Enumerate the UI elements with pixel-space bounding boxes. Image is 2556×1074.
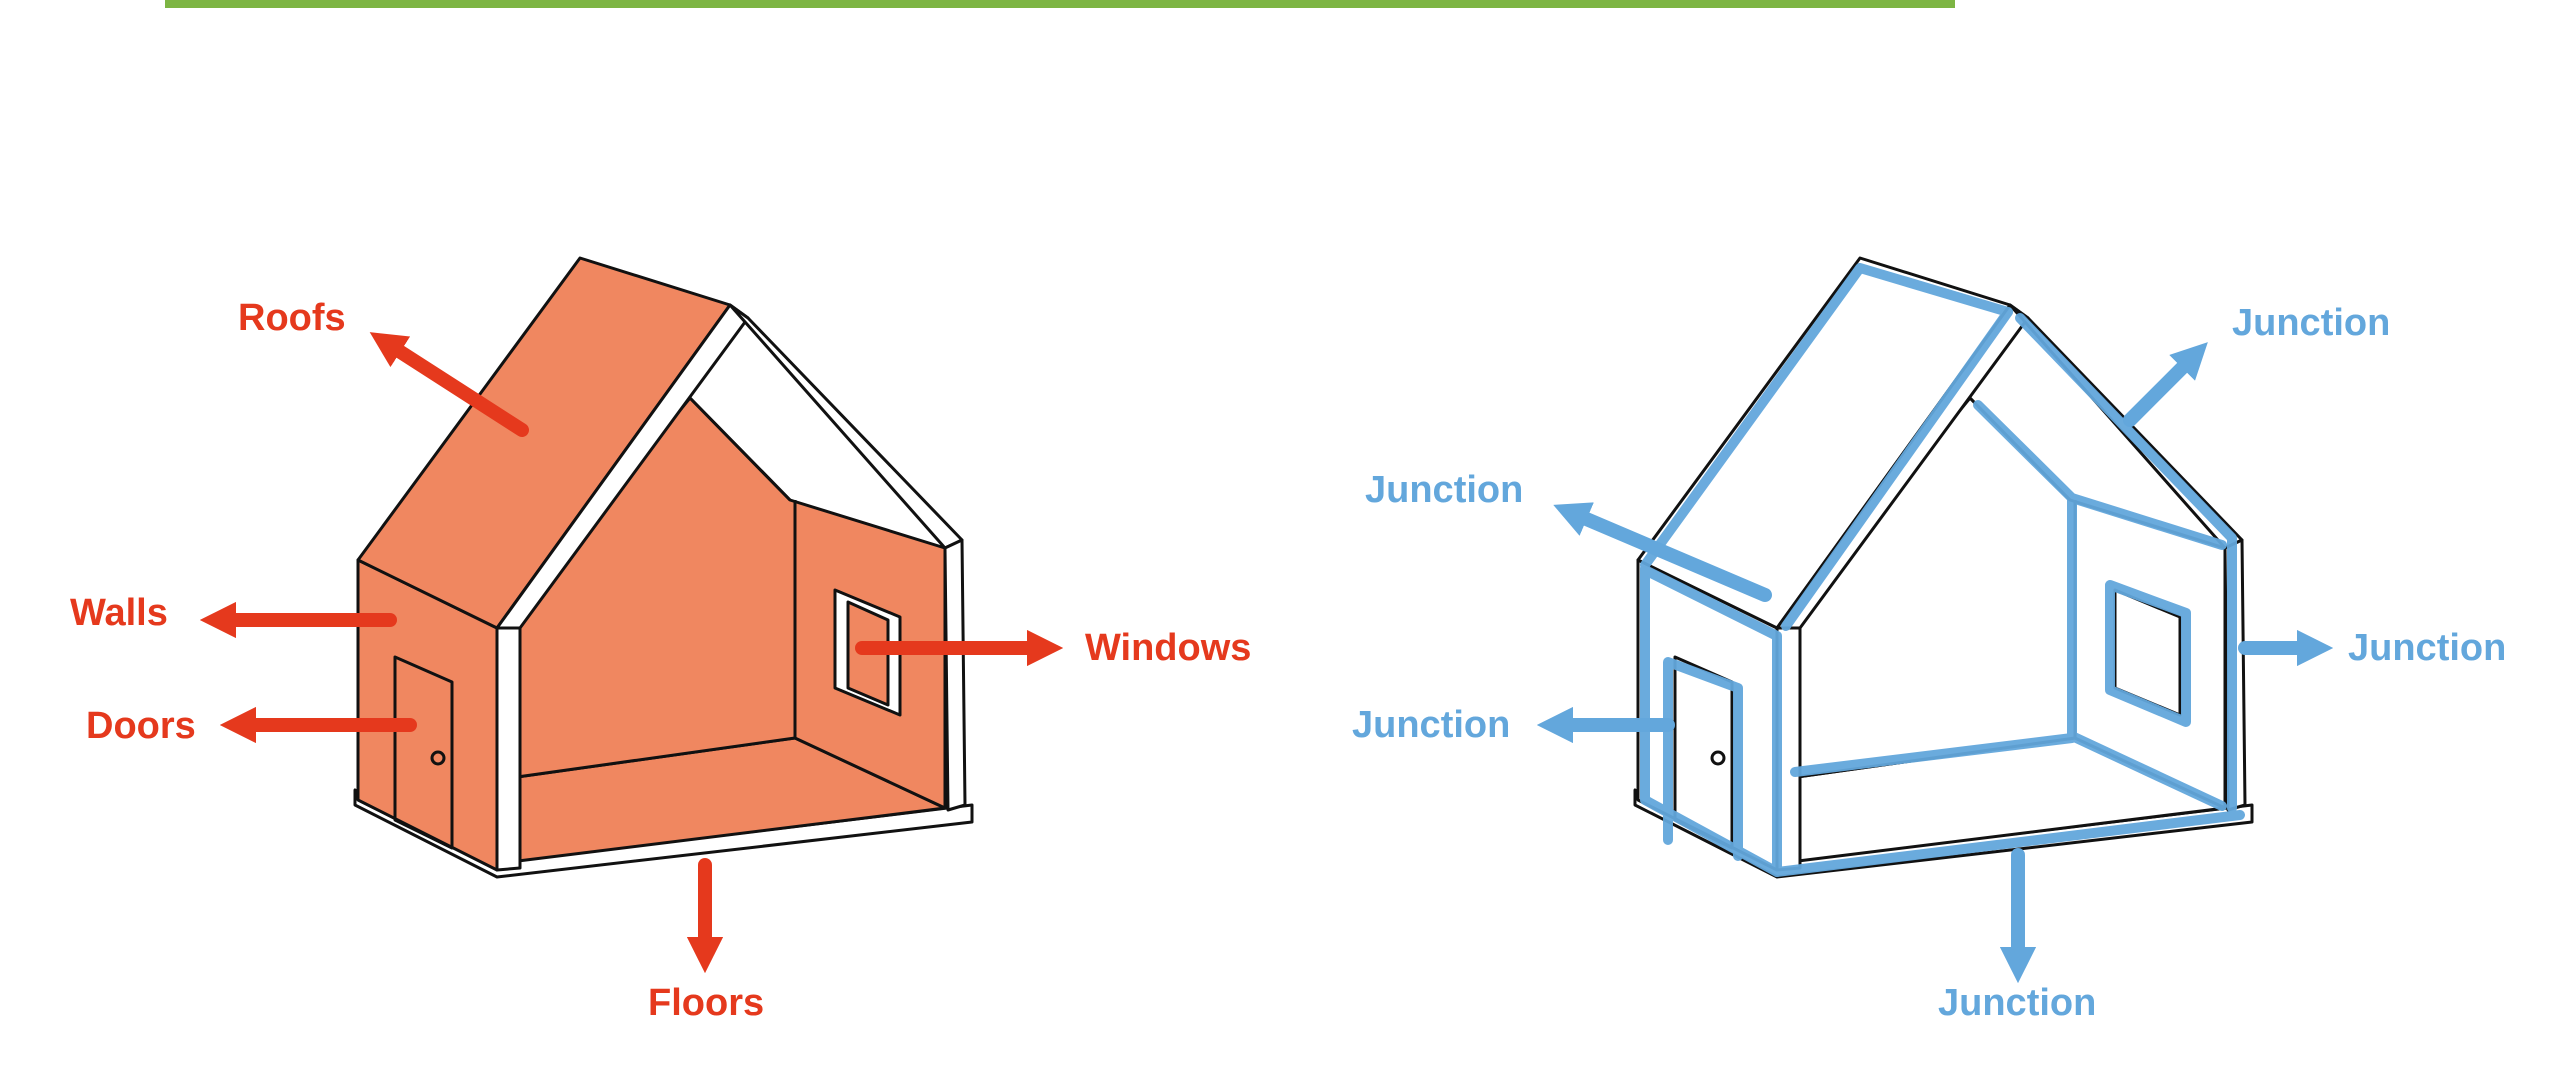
left-floor-slab <box>353 788 974 879</box>
left-right-post <box>943 538 967 812</box>
left-labels: Roofs Walls Doors Windows Floors <box>70 297 1251 1024</box>
junction-top-left-arrow <box>1553 502 1772 602</box>
roofs-label: Roofs <box>238 297 346 339</box>
left-house <box>353 256 974 879</box>
junction-top-right-arrow <box>2123 342 2208 427</box>
right-door-knob <box>1710 750 1726 766</box>
junction-top-right-label: Junction <box>2232 302 2390 344</box>
doors-label: Doors <box>86 705 196 747</box>
right-house <box>1633 256 2254 879</box>
floors-label: Floors <box>648 982 764 1024</box>
roofs-arrow <box>369 332 529 437</box>
junction-right-label: Junction <box>2348 627 2506 669</box>
right-labels: Junction Junction Junction Junction Junc… <box>1352 302 2506 1024</box>
cropped-title-strip <box>165 0 1955 8</box>
left-front-post <box>495 626 522 872</box>
junction-bottom-label: Junction <box>1938 982 2096 1024</box>
junction-highlights <box>1640 263 2245 877</box>
left-door <box>393 655 454 850</box>
junction-top-left-label: Junction <box>1365 469 1523 511</box>
left-door-knob <box>430 750 446 766</box>
walls-label: Walls <box>70 592 168 634</box>
junction-left-label: Junction <box>1352 704 1510 746</box>
windows-label: Windows <box>1085 627 1251 669</box>
